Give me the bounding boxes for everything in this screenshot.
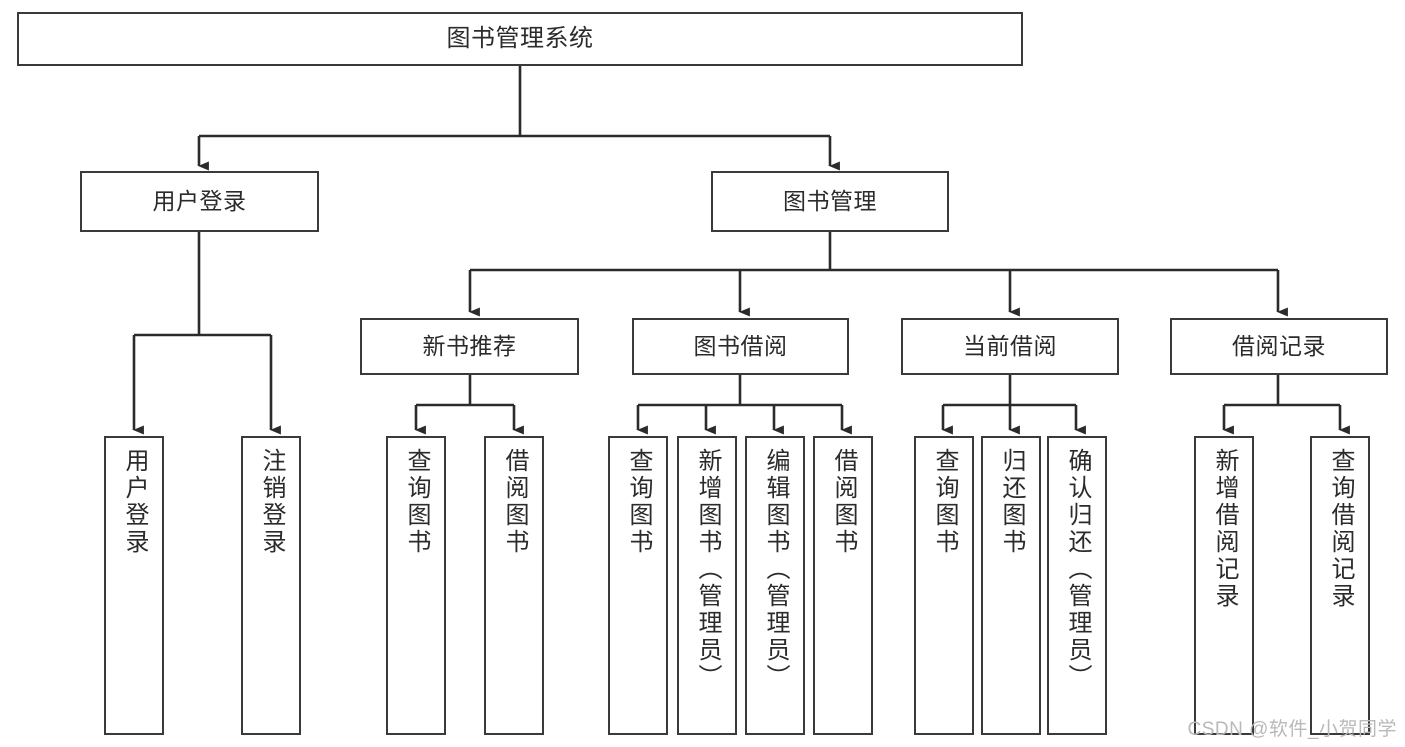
node-current-borrow-label: 当前借阅 (963, 332, 1057, 359)
node-leaf-add-book[interactable]: 新增图书（管理员） (677, 436, 737, 735)
node-leaf-edit-book-label: 编辑图书（管理员） (762, 448, 789, 691)
node-leaf-query-record[interactable]: 查询借阅记录 (1310, 436, 1370, 735)
node-leaf-borrow-book-2-label: 借阅图书 (830, 448, 857, 556)
node-leaf-return-book[interactable]: 归还图书 (981, 436, 1041, 735)
node-leaf-user-login-label: 用户登录 (121, 448, 148, 556)
node-book-borrow[interactable]: 图书借阅 (632, 318, 849, 375)
node-leaf-query-book-2[interactable]: 查询图书 (608, 436, 668, 735)
node-borrow-record-label: 借阅记录 (1232, 332, 1326, 359)
node-leaf-query-book-1[interactable]: 查询图书 (386, 436, 446, 735)
node-leaf-confirm-return[interactable]: 确认归还（管理员） (1047, 436, 1107, 735)
node-current-borrow[interactable]: 当前借阅 (901, 318, 1119, 375)
node-leaf-query-book-3-label: 查询图书 (931, 448, 958, 556)
node-leaf-logout[interactable]: 注销登录 (241, 436, 301, 735)
node-borrow-record[interactable]: 借阅记录 (1170, 318, 1388, 375)
node-user-login[interactable]: 用户登录 (80, 171, 319, 232)
node-leaf-add-record[interactable]: 新增借阅记录 (1194, 436, 1254, 735)
node-book-management[interactable]: 图书管理 (711, 171, 949, 232)
node-leaf-query-record-label: 查询借阅记录 (1327, 448, 1354, 610)
node-book-borrow-label: 图书借阅 (693, 332, 788, 359)
node-new-book-recommend[interactable]: 新书推荐 (360, 318, 579, 375)
node-leaf-add-book-label: 新增图书（管理员） (694, 448, 721, 691)
node-leaf-query-book-2-label: 查询图书 (625, 448, 652, 556)
node-leaf-borrow-book-1[interactable]: 借阅图书 (484, 436, 544, 735)
node-new-book-recommend-label: 新书推荐 (422, 332, 517, 359)
node-leaf-query-book-1-label: 查询图书 (403, 448, 430, 556)
node-root[interactable]: 图书管理系统 (17, 12, 1023, 66)
node-leaf-add-record-label: 新增借阅记录 (1211, 448, 1238, 610)
node-root-label: 图书管理系统 (446, 24, 594, 52)
node-leaf-logout-label: 注销登录 (258, 448, 285, 556)
node-leaf-return-book-label: 归还图书 (998, 448, 1025, 556)
node-leaf-confirm-return-label: 确认归还（管理员） (1064, 448, 1091, 691)
node-leaf-user-login[interactable]: 用户登录 (104, 436, 164, 735)
node-leaf-borrow-book-1-label: 借阅图书 (501, 448, 528, 556)
node-leaf-query-book-3[interactable]: 查询图书 (914, 436, 974, 735)
node-leaf-borrow-book-2[interactable]: 借阅图书 (813, 436, 873, 735)
node-book-management-label: 图书管理 (783, 187, 877, 214)
node-user-login-label: 用户登录 (152, 187, 247, 214)
node-leaf-edit-book[interactable]: 编辑图书（管理员） (745, 436, 805, 735)
watermark: CSDN @软件_小贺同学 (1187, 719, 1397, 740)
